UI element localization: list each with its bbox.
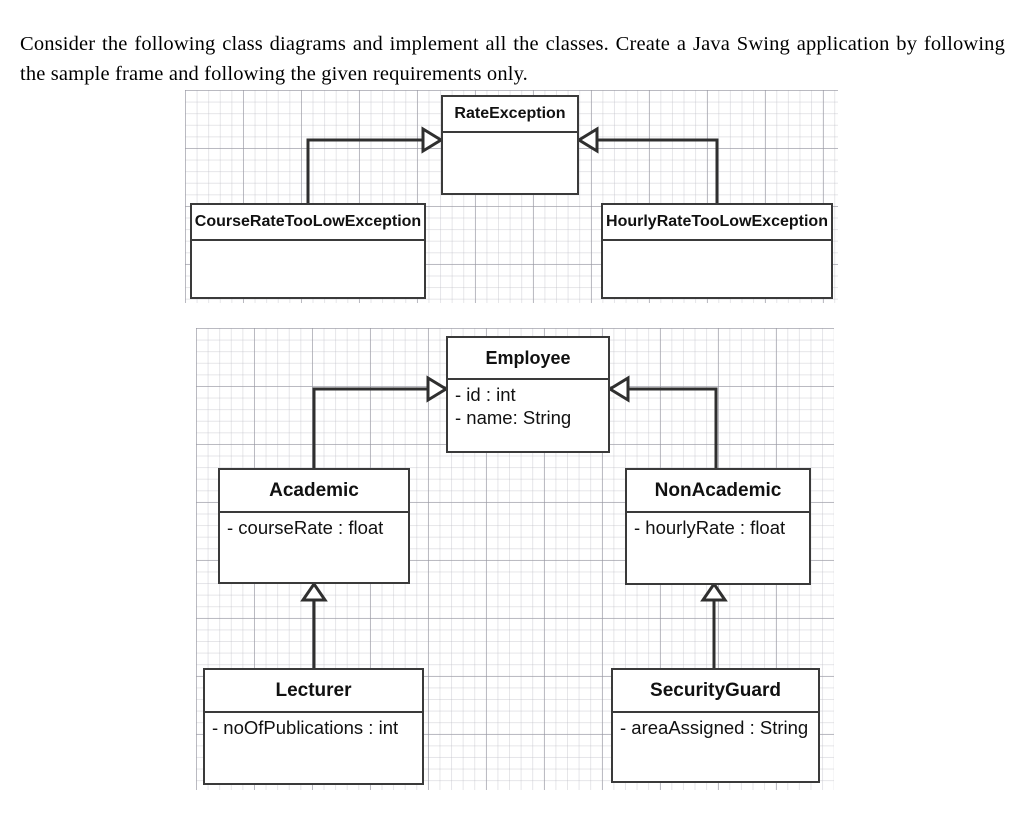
class-name-employee: Employee [448,338,608,380]
class-box-courseratetoolowexception[interactable]: CourseRateTooLowException [190,203,426,299]
exception-hierarchy-diagram: RateException CourseRateTooLowException … [185,90,840,305]
class-attributes-employee: - id : int - name: String [448,380,608,451]
generalization-line-hourlyrate-to-rateexception [597,138,719,208]
class-box-rateexception[interactable]: RateException [441,95,579,195]
generalization-arrowhead-securityguard [700,581,728,602]
class-box-employee[interactable]: Employee - id : int - name: String [446,336,610,453]
generalization-arrowhead-nonacademic [607,375,630,403]
class-attributes-nonacademic: - hourlyRate : float [627,513,809,583]
class-name-rateexception: RateException [443,97,577,133]
class-name-lecturer: Lecturer [205,670,422,713]
attribute-row: - name: String [455,406,572,428]
class-name-courseratetoolowexception: CourseRateTooLowException [192,205,424,241]
employee-connectors [300,375,728,668]
class-name-securityguard: SecurityGuard [613,670,818,713]
generalization-arrowhead-lecturer [300,581,328,602]
class-attributes-securityguard: - areaAssigned : String [613,713,818,781]
class-attributes-lecturer: - noOfPublications : int [205,713,422,783]
attribute-row: - noOfPublications : int [212,717,399,738]
class-box-securityguard[interactable]: SecurityGuard - areaAssigned : String [611,668,820,783]
class-box-nonacademic[interactable]: NonAcademic - hourlyRate : float [625,468,811,585]
generalization-line-academic-to-employee [312,387,428,468]
attribute-row: - hourlyRate : float [634,517,786,538]
class-name-nonacademic: NonAcademic [627,470,809,513]
class-box-academic[interactable]: Academic - courseRate : float [218,468,410,584]
employee-hierarchy-diagram: Employee - id : int - name: String Acade… [196,328,836,793]
attribute-row: - areaAssigned : String [620,717,809,738]
generalization-arrowhead-courserate [421,126,444,154]
exception-connectors [306,126,719,208]
class-attributes-hourlyratetoolowexception [603,241,831,297]
generalization-line-courserate-to-rateexception [306,138,423,208]
generalization-arrowhead-hourlyrate [576,126,599,154]
class-attributes-courseratetoolowexception [192,241,424,297]
class-attributes-rateexception [443,133,577,193]
class-box-hourlyratetoolowexception[interactable]: HourlyRateTooLowException [601,203,833,299]
generalization-arrowhead-academic [426,375,449,403]
class-box-lecturer[interactable]: Lecturer - noOfPublications : int [203,668,424,785]
class-name-hourlyratetoolowexception: HourlyRateTooLowException [603,205,831,241]
attribute-row: - courseRate : float [227,517,384,538]
prompt-paragraph: Consider the following class diagrams an… [20,32,1005,85]
generalization-line-nonacademic-to-employee [628,387,718,468]
class-name-academic: Academic [220,470,408,513]
class-attributes-academic: - courseRate : float [220,513,408,582]
attribute-row: - id : int [455,384,516,405]
